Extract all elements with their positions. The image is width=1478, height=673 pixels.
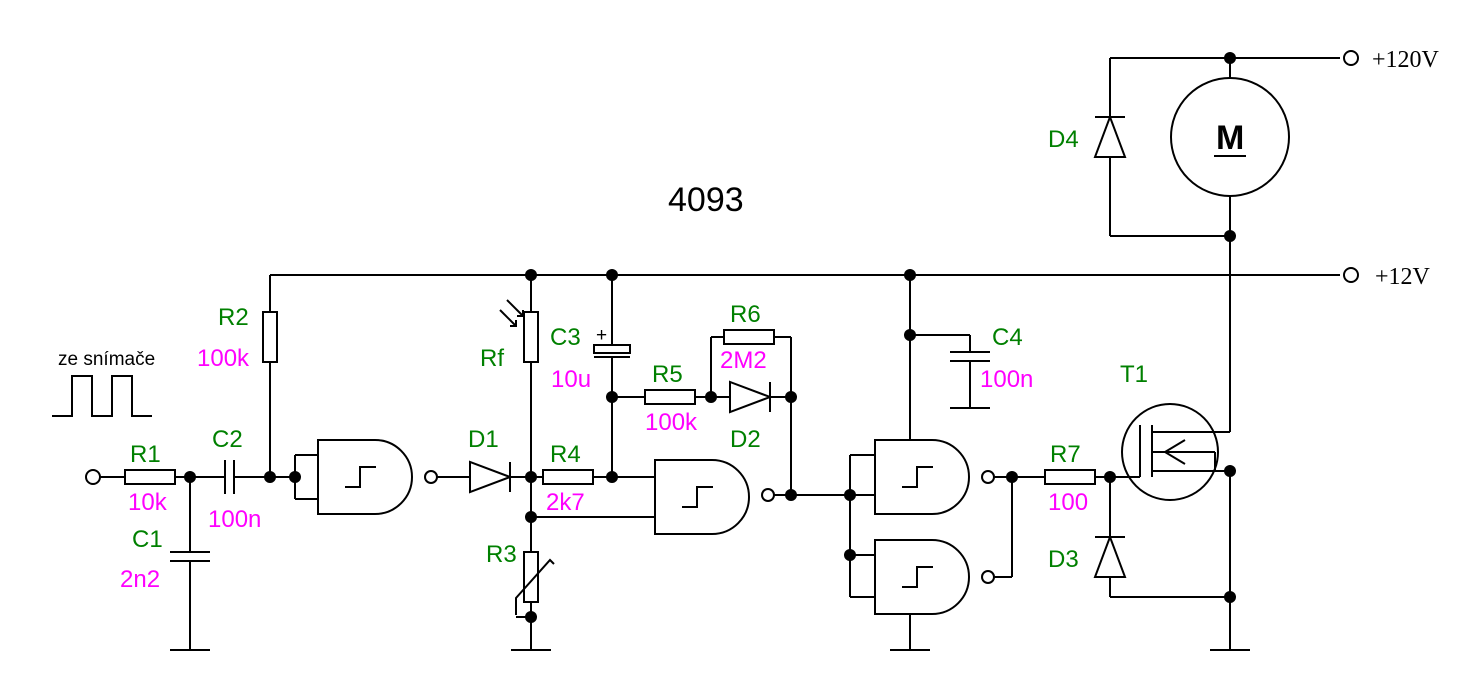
input-label: ze snímače xyxy=(58,349,155,370)
value-c4: 100n xyxy=(980,366,1033,393)
value-r2: 100k xyxy=(197,345,250,372)
label-r3: R3 xyxy=(486,541,517,568)
supply-rails: +120V +12V xyxy=(270,47,1440,290)
label-d4: D4 xyxy=(1048,126,1079,153)
timing-network: + xyxy=(593,275,792,495)
diode-d4 xyxy=(1093,114,1127,158)
motor-section: M xyxy=(1093,58,1290,432)
resistor-r5 xyxy=(644,389,696,405)
diode-d2 xyxy=(729,380,773,414)
value-r5: 100k xyxy=(645,409,698,436)
terminal-120v xyxy=(1343,50,1359,66)
input-terminal xyxy=(85,469,101,485)
terminal-12v xyxy=(1343,267,1359,283)
polarity-plus-icon: + xyxy=(596,325,607,346)
label-r1: R1 xyxy=(130,441,161,468)
label-rf: Rf xyxy=(480,345,504,372)
value-c1: 2n2 xyxy=(120,566,160,593)
nand-gate-4 xyxy=(874,539,970,615)
label-r4: R4 xyxy=(550,441,581,468)
label-c4: C4 xyxy=(992,324,1023,351)
schmitt-icon xyxy=(345,466,376,488)
rail-12v-label: +12V xyxy=(1375,264,1431,290)
diode-d3 xyxy=(1093,534,1127,578)
label-d1: D1 xyxy=(468,426,499,453)
resistor-r1 xyxy=(124,469,176,485)
label-c2: C2 xyxy=(212,426,243,453)
motor-symbol: M xyxy=(1216,119,1244,157)
value-r4: 2k7 xyxy=(546,489,585,516)
photoresistor-rf xyxy=(523,311,539,363)
resistor-r2 xyxy=(262,311,278,363)
schmitt-icon xyxy=(902,466,933,488)
junction-dots xyxy=(184,52,1236,623)
component-names: R1 R2 R3 R4 R5 R6 R7 Rf C1 C2 C3 C4 D1 D… xyxy=(130,126,1148,573)
value-r7: 100 xyxy=(1048,489,1088,516)
value-r1: 10k xyxy=(128,489,168,516)
label-t1: T1 xyxy=(1120,361,1148,388)
schmitt-icon xyxy=(902,566,933,588)
input-section: ze snímače xyxy=(52,275,295,651)
nand-gate-1 xyxy=(294,439,470,515)
label-r6: R6 xyxy=(730,301,761,328)
value-c3: 10u xyxy=(551,366,591,393)
label-r2: R2 xyxy=(218,304,249,331)
output-gates xyxy=(849,275,1045,651)
label-d3: D3 xyxy=(1048,546,1079,573)
label-d2: D2 xyxy=(730,426,761,453)
resistor-r6 xyxy=(723,329,775,345)
diode-d1 xyxy=(469,460,513,494)
label-c3: C3 xyxy=(550,324,581,351)
ic-label: 4093 xyxy=(668,181,744,219)
component-values: 10k 100k 2k7 100k 2M2 100 2n2 100n 10u 1… xyxy=(120,345,1088,593)
capacitor-c3 xyxy=(593,344,631,354)
label-c1: C1 xyxy=(132,526,163,553)
threshold-network xyxy=(469,275,655,651)
resistor-r7 xyxy=(1044,469,1096,485)
power-stage xyxy=(1044,403,1250,651)
rail-120v-label: +120V xyxy=(1372,47,1440,73)
value-r6: 2M2 xyxy=(720,347,767,374)
mosfet-t1 xyxy=(1121,403,1219,501)
nand-gate-2 xyxy=(654,459,850,535)
nand-gate-3 xyxy=(874,439,970,515)
schmitt-icon xyxy=(682,486,713,508)
resistor-r4 xyxy=(542,469,594,485)
label-r5: R5 xyxy=(652,361,683,388)
label-r7: R7 xyxy=(1050,441,1081,468)
value-c2: 100n xyxy=(208,506,261,533)
pulse-waveform-icon xyxy=(52,375,152,417)
